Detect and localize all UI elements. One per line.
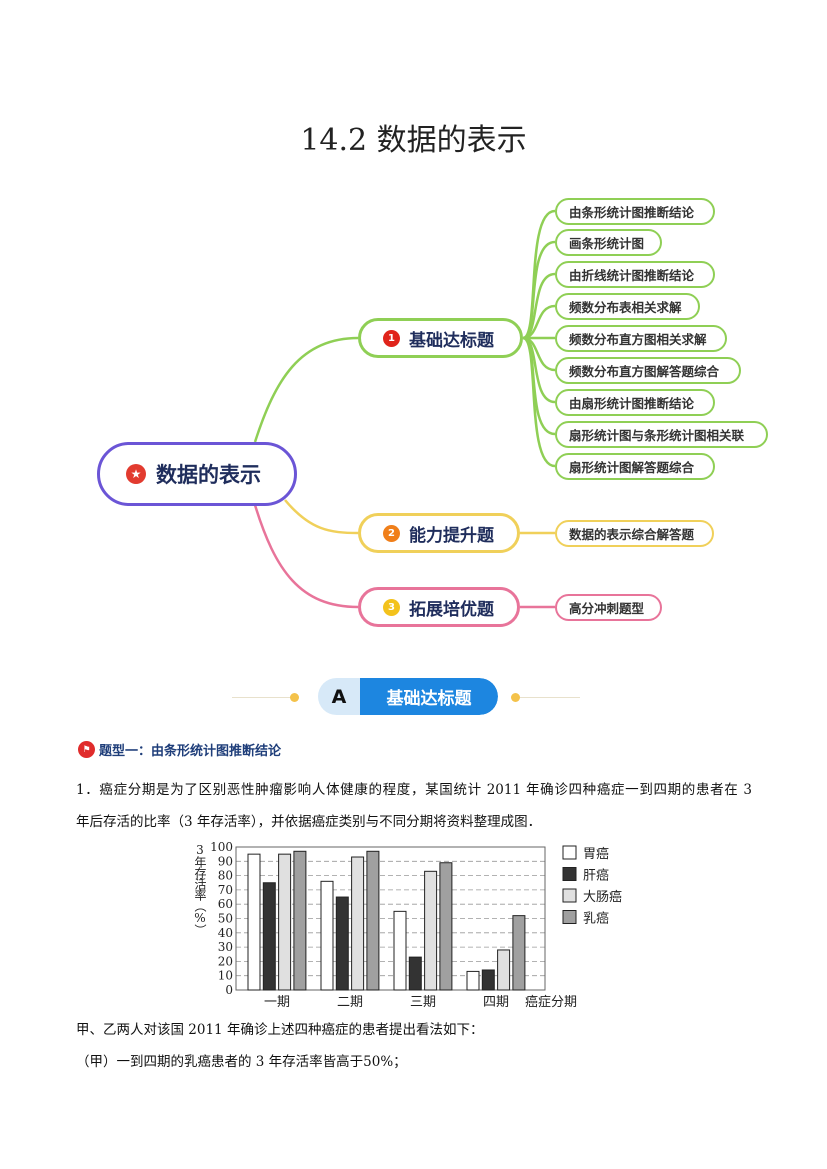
number-badge-icon: 2 — [383, 524, 400, 542]
legend-swatch — [562, 867, 577, 881]
leaf-node: 扇形统计图解答题综合 — [555, 453, 715, 480]
number-badge-icon: 1 — [383, 329, 400, 347]
leaf-node: 频数分布表相关求解 — [555, 293, 700, 320]
branch-label: 基础达标题 — [409, 330, 494, 351]
bar-肝癌 — [335, 896, 349, 991]
dot-icon — [511, 693, 520, 702]
leaf-node: 频数分布直方图解答题综合 — [555, 357, 741, 384]
divider — [232, 697, 292, 698]
y-tick-label: 60 — [218, 897, 233, 911]
connector — [253, 336, 359, 443]
question-type-heading: ⚑ 题型一：由条形统计图推断结论 — [78, 740, 281, 759]
bar-乳癌 — [512, 915, 526, 991]
x-axis-label: 癌症分期 — [525, 994, 577, 1010]
bar-肝癌 — [408, 956, 422, 991]
bar-肝癌 — [262, 882, 276, 991]
legend-swatch — [562, 910, 577, 924]
branch-label: 能力提升题 — [409, 525, 494, 546]
plot-frame — [235, 846, 546, 991]
leaf-node: 由条形统计图推断结论 — [555, 198, 715, 225]
leaf-node: 由折线统计图推断结论 — [555, 261, 715, 288]
flag-icon: ⚑ — [78, 741, 95, 758]
bar-乳癌 — [439, 862, 453, 991]
legend-swatch — [562, 888, 577, 903]
branch-ability: 2 能力提升题 — [358, 513, 520, 553]
dot-icon — [290, 693, 299, 702]
legend-label: 肝癌 — [583, 868, 609, 884]
question-text: 1．癌症分期是为了区别恶性肿瘤影响人体健康的程度，某国统计 2011 年确诊四种… — [76, 782, 752, 798]
bar-胃癌 — [466, 970, 480, 991]
x-tick-label: 四期 — [483, 995, 509, 1010]
leaf-node: 画条形统计图 — [555, 229, 662, 256]
y-tick-label: 0 — [225, 983, 233, 997]
y-tick-label: 90 — [218, 854, 233, 868]
question-type-label: 题型一：由条形统计图推断结论 — [99, 744, 282, 759]
question-text: （甲）一到四期的乳癌患者的 3 年存活率皆高于50%； — [76, 1054, 407, 1070]
question-text: 年后存活的比率（3 年存活率），并依据癌症类别与不同分期将资料整理成图． — [76, 814, 542, 830]
legend-label: 大肠癌 — [583, 889, 622, 905]
y-tick-label: 30 — [218, 940, 233, 954]
leaf-node: 数据的表示综合解答题 — [555, 520, 714, 547]
leaf-node: 扇形统计图与条形统计图相关联 — [555, 421, 768, 448]
leaf-node: 频数分布直方图相关求解 — [555, 325, 727, 352]
mindmap-root: ★ 数据的表示 — [97, 442, 297, 506]
bar-大肠癌 — [278, 853, 292, 991]
x-tick-label: 三期 — [410, 995, 436, 1010]
section-letter: A — [318, 678, 360, 715]
root-label: 数据的表示 — [156, 463, 261, 487]
y-tick-label: 80 — [218, 869, 233, 883]
bar-胃癌 — [320, 880, 334, 991]
legend-label: 乳癌 — [583, 911, 609, 927]
y-tick-label: 100 — [210, 840, 233, 854]
x-tick-label: 一期 — [264, 995, 290, 1010]
bar-乳癌 — [366, 850, 380, 991]
y-tick-label: 20 — [218, 954, 233, 968]
y-tick-label: 50 — [218, 912, 233, 926]
leaf-node: 由扇形统计图推断结论 — [555, 389, 715, 416]
bar-胃癌 — [247, 853, 261, 991]
bar-乳癌 — [293, 850, 307, 991]
connector — [284, 499, 359, 535]
legend-label: 胃癌 — [583, 846, 609, 862]
branch-extension: 3 拓展培优题 — [358, 587, 520, 627]
bar-胃癌 — [393, 910, 407, 991]
mindmap-connectors — [253, 209, 556, 609]
bar-肝癌 — [481, 969, 495, 991]
legend-swatch — [562, 845, 577, 860]
page-title: 14.2 数据的表示 — [300, 123, 527, 158]
number-badge-icon: 3 — [383, 598, 400, 616]
bar-大肠癌 — [424, 870, 438, 991]
bar-大肠癌 — [351, 856, 365, 991]
y-tick-label: 70 — [218, 883, 233, 897]
divider — [520, 697, 580, 698]
star-icon: ★ — [126, 464, 146, 484]
question-text: 甲、乙两人对该国 2011 年确诊上述四种癌症的患者提出看法如下： — [76, 1022, 484, 1038]
section-header: A 基础达标题 — [318, 678, 498, 715]
leaf-node: 高分冲刺题型 — [555, 594, 662, 621]
section-label: 基础达标题 — [360, 678, 498, 715]
branch-label: 拓展培优题 — [409, 599, 494, 620]
y-tick-label: 40 — [218, 926, 233, 940]
x-tick-label: 二期 — [337, 995, 363, 1010]
bar-大肠癌 — [497, 949, 511, 991]
branch-basic: 1 基础达标题 — [358, 318, 523, 358]
y-tick-label: 10 — [218, 969, 233, 983]
y-axis-label: 3年存活率（%） — [193, 843, 207, 935]
connector — [253, 504, 359, 609]
